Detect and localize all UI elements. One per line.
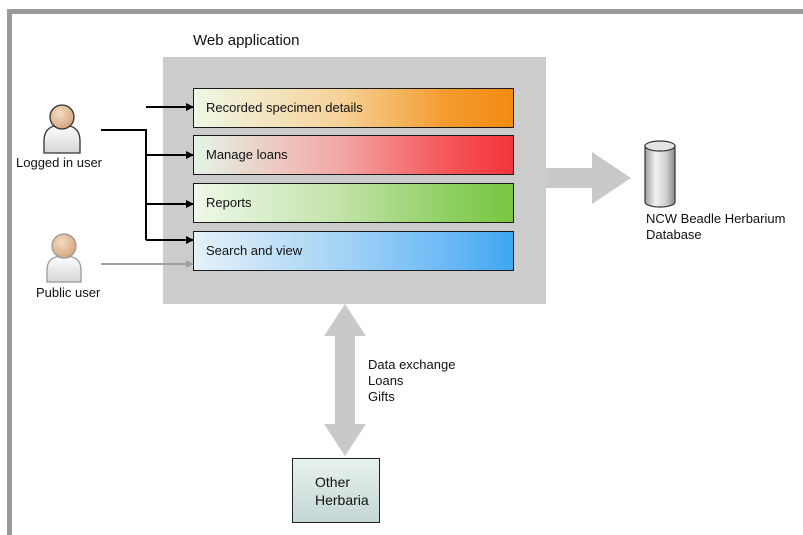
frame-border-top — [7, 9, 803, 14]
database-label-line: NCW Beadle Herbarium — [646, 211, 786, 226]
user-icon — [43, 104, 81, 154]
module-search-and-view: Search and view — [193, 231, 514, 271]
arrow-to-database — [546, 152, 631, 204]
other-herbaria-label-line: Other — [315, 474, 351, 490]
module-recorded-specimen-details: Recorded specimen details — [193, 88, 514, 128]
exchange-double-arrow — [324, 304, 366, 456]
logged-in-user-label: Logged in user — [16, 155, 103, 170]
database-label: NCW Beadle Herbarium Database — [646, 211, 785, 243]
database-cylinder-icon — [644, 140, 676, 208]
frame-border-left — [7, 9, 12, 535]
module-manage-loans: Manage loans — [193, 135, 514, 175]
module-reports: Reports — [193, 183, 514, 223]
exchange-label-line: Gifts — [368, 389, 395, 404]
logged-in-user-connectors — [101, 103, 194, 244]
exchange-label-line: Loans — [368, 373, 404, 388]
other-herbaria-box: Other Herbaria — [292, 458, 380, 523]
user-icon — [46, 233, 82, 283]
other-herbaria-label-line: Herbaria — [315, 492, 369, 508]
web-application-title: Web application — [193, 32, 300, 49]
logged-in-trunk-line — [101, 129, 147, 240]
database-label-line: Database — [646, 227, 702, 242]
public-user-label: Public user — [36, 285, 101, 300]
exchange-label: Data exchange Loans Gifts — [368, 357, 455, 405]
exchange-label-line: Data exchange — [368, 357, 456, 372]
